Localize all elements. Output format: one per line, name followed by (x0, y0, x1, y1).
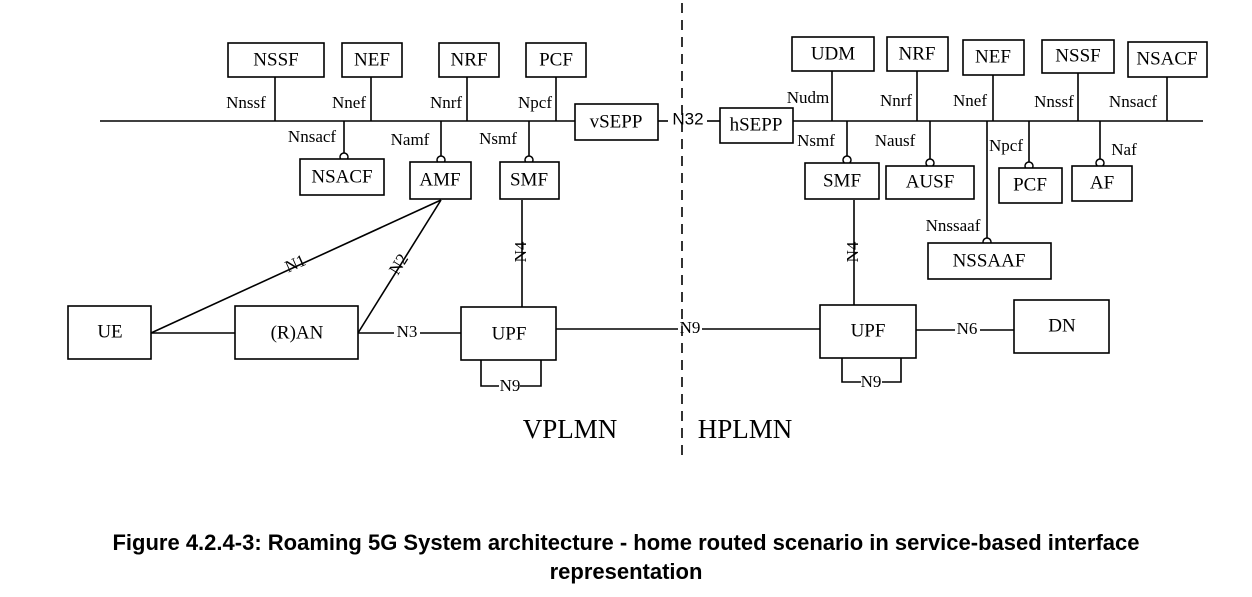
vplmn-label: VPLMN (523, 414, 618, 444)
v-smf-label: SMF (510, 169, 548, 190)
ran-label: (R)AN (271, 322, 324, 343)
n2-line (357, 199, 442, 334)
h-nnrf-label: Nnrf (880, 91, 912, 110)
n2-label: N2 (385, 250, 412, 278)
h-pcf-box (998, 167, 1063, 204)
v-nef-box (341, 42, 403, 78)
v-upf-box (460, 306, 557, 361)
h-nnssf-label: Nnssf (1034, 92, 1074, 111)
caption-line-1: Figure 4.2.4-3: Roaming 5G System archit… (112, 530, 1140, 555)
v-pcf-box (525, 42, 587, 78)
v-nnsacf-label: Nnsacf (288, 127, 336, 146)
h-n9-loop-label: N9 (861, 372, 882, 391)
h-smf-label: SMF (823, 170, 861, 191)
h-af-label: AF (1090, 172, 1114, 193)
h-nsacf-label: NSACF (1136, 48, 1197, 69)
v-nnef-label: Nnef (332, 93, 366, 112)
dn-box (1013, 299, 1110, 354)
hsepp-box (719, 107, 794, 144)
h-nudm-label: Nudm (787, 88, 830, 107)
vsepp-box (574, 103, 659, 141)
h-n4-label: N4 (843, 241, 862, 262)
v-nsacf-label: NSACF (311, 166, 372, 187)
h-nsmf-label: Nsmf (797, 131, 835, 150)
h-nssf-label: NSSF (1055, 45, 1100, 66)
h-udm-label: UDM (811, 43, 855, 64)
v-upf-label: UPF (492, 323, 527, 344)
h-nsacf-box (1127, 41, 1208, 78)
h-nef-box (962, 39, 1025, 76)
h-upf-label: UPF (851, 320, 886, 341)
v-nssf-box (227, 42, 325, 78)
v-n4-label: N4 (511, 241, 530, 262)
h-nnef-label: Nnef (953, 91, 987, 110)
ue-box (67, 305, 152, 360)
v-nef-label: NEF (354, 49, 390, 70)
v-pcf-label: PCF (539, 49, 573, 70)
h-nrf-box (886, 36, 949, 72)
v-n9-loop (480, 360, 499, 387)
h-ausf-box (885, 165, 975, 200)
h-nssf-box (1041, 39, 1115, 74)
v-namf-label: Namf (391, 130, 430, 149)
v-nnrf-label: Nnrf (430, 93, 462, 112)
n32-label: N32 (672, 109, 703, 128)
h-nausf-label: Nausf (875, 131, 916, 150)
h-n9-loop (841, 358, 861, 383)
h-nrf-label: NRF (899, 43, 936, 64)
hsepp-label: hSEPP (730, 114, 783, 135)
n9-roaming-label: N9 (680, 318, 701, 337)
v-amf-box (409, 161, 472, 200)
h-upf-box (819, 304, 917, 359)
v-amf-label: AMF (419, 169, 460, 190)
dn-label: DN (1048, 315, 1076, 336)
h-nef-label: NEF (975, 46, 1011, 67)
h-naf-label: Naf (1111, 140, 1137, 159)
caption-line-2: representation (549, 559, 703, 584)
v-smf-box (499, 161, 560, 200)
h-udm-box (791, 36, 875, 72)
h-npcf-label: Npcf (989, 136, 1023, 155)
h-smf-box (804, 162, 880, 200)
n3-label: N3 (397, 322, 418, 341)
vsepp-label: vSEPP (590, 111, 643, 132)
n6-label: N6 (957, 319, 978, 338)
v-npcf-label: Npcf (518, 93, 552, 112)
v-nrf-box (438, 42, 500, 78)
v-nnssf-label: Nnssf (226, 93, 266, 112)
v-nssf-label: NSSF (253, 49, 298, 70)
h-ausf-label: AUSF (906, 171, 955, 192)
h-nnsacf-label: Nnsacf (1109, 92, 1157, 111)
n1-label: N1 (282, 251, 309, 277)
v-nsmf-label: Nsmf (479, 129, 517, 148)
v-nsacf-box (299, 158, 385, 196)
v-n9-loop-b (520, 360, 542, 387)
ran-box (234, 305, 359, 360)
h-nssaaf-label: NSSAAF (953, 250, 1026, 271)
h-af-box (1071, 165, 1133, 202)
figure-caption: Figure 4.2.4-3: Roaming 5G System archit… (0, 528, 1252, 586)
h-pcf-label: PCF (1013, 174, 1047, 195)
h-n9-loop-b (882, 358, 902, 383)
h-nnssaaf-label: Nnssaaf (926, 216, 981, 235)
ue-label: UE (97, 321, 122, 342)
v-n9-loop-label: N9 (500, 376, 521, 395)
v-nrf-label: NRF (451, 49, 488, 70)
n1-line (150, 199, 442, 334)
h-nssaaf-box (927, 242, 1052, 280)
hplmn-label: HPLMN (698, 414, 793, 444)
